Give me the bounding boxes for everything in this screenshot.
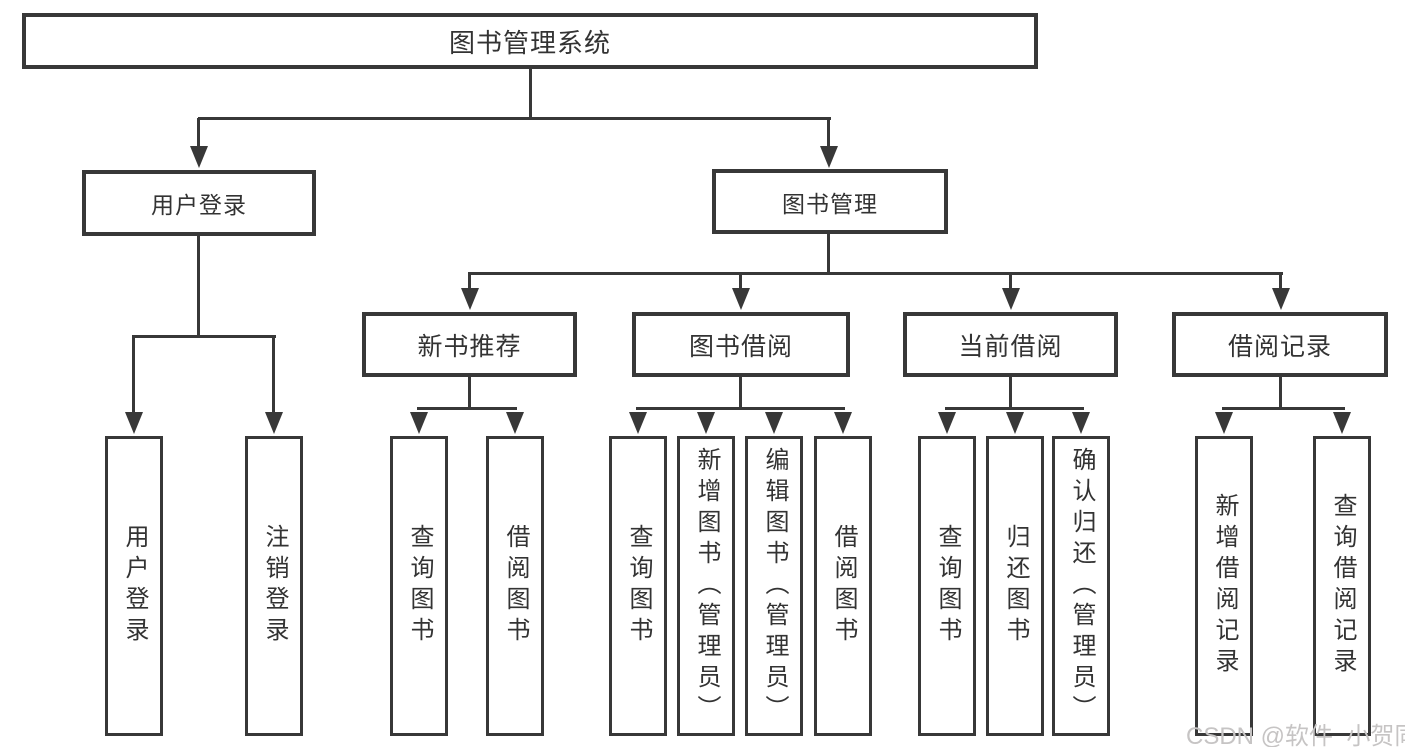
- arrow-down-icon: [1002, 288, 1020, 310]
- leaf-query-books-current: 查询图书: [918, 436, 976, 736]
- node-user-login: 用户登录: [82, 170, 316, 236]
- leaf-label: 借阅图书: [502, 524, 529, 648]
- arrow-down-icon: [125, 412, 143, 434]
- connector-line: [468, 272, 471, 292]
- node-label: 当前借阅: [958, 332, 1063, 361]
- node-label: 借阅记录: [1227, 332, 1332, 361]
- arrow-down-icon: [765, 412, 783, 434]
- leaf-label: 查询图书: [625, 524, 652, 648]
- leaf-label: 编辑图书（管理员）: [761, 446, 788, 726]
- arrow-down-icon: [506, 412, 524, 434]
- connector-line: [198, 117, 831, 120]
- connector-line: [827, 233, 830, 274]
- node-current-borrow: 当前借阅: [903, 312, 1118, 377]
- leaf-label: 归还图书: [1002, 524, 1029, 648]
- connector-line: [468, 377, 471, 408]
- arrow-down-icon: [732, 288, 750, 310]
- connector-line: [417, 407, 517, 410]
- leaf-add-book-admin: 新增图书（管理员）: [677, 436, 735, 736]
- node-new-book-recommend: 新书推荐: [362, 312, 577, 377]
- connector-line: [272, 335, 275, 414]
- connector-line: [827, 118, 830, 150]
- connector-line: [739, 272, 742, 292]
- arrow-down-icon: [1072, 412, 1090, 434]
- connector-line: [1222, 407, 1345, 410]
- leaf-label: 确认归还（管理员）: [1068, 446, 1095, 726]
- arrow-down-icon: [265, 412, 283, 434]
- node-label: 新书推荐: [417, 332, 522, 361]
- node-book-management: 图书管理: [712, 169, 948, 234]
- leaf-label: 新增借阅记录: [1211, 493, 1238, 679]
- watermark-text: CSDN @软件_小贺同学: [1186, 723, 1405, 747]
- connector-line: [1009, 272, 1012, 292]
- leaf-edit-book-admin: 编辑图书（管理员）: [745, 436, 803, 736]
- connector-line: [1279, 272, 1282, 292]
- connector-line: [636, 407, 845, 410]
- node-label: 图书管理系统: [448, 27, 611, 58]
- leaf-return-book: 归还图书: [986, 436, 1044, 736]
- arrow-down-icon: [1333, 412, 1351, 434]
- node-label: 图书借阅: [688, 332, 793, 361]
- leaf-label: 查询图书: [934, 524, 961, 648]
- arrow-down-icon: [410, 412, 428, 434]
- connector-line: [197, 118, 200, 150]
- connector-line: [197, 236, 200, 337]
- arrow-down-icon: [461, 288, 479, 310]
- connector-line: [1279, 377, 1282, 408]
- node-label: 图书管理: [782, 190, 878, 217]
- leaf-confirm-return-admin: 确认归还（管理员）: [1052, 436, 1110, 736]
- arrow-down-icon: [697, 412, 715, 434]
- connector-line: [945, 407, 1084, 410]
- leaf-label: 借阅图书: [830, 524, 857, 648]
- leaf-label: 注销登录: [261, 524, 288, 648]
- leaf-borrow-books: 借阅图书: [814, 436, 872, 736]
- leaf-query-books-borrow: 查询图书: [609, 436, 667, 736]
- leaf-user-login: 用户登录: [105, 436, 163, 736]
- arrow-down-icon: [190, 146, 208, 168]
- arrow-down-icon: [629, 412, 647, 434]
- leaf-logout: 注销登录: [245, 436, 303, 736]
- arrow-down-icon: [834, 412, 852, 434]
- arrow-down-icon: [938, 412, 956, 434]
- arrow-down-icon: [820, 146, 838, 168]
- connector-line: [132, 335, 276, 338]
- node-library-management-system: 图书管理系统: [22, 13, 1038, 69]
- leaf-label: 查询借阅记录: [1329, 493, 1356, 679]
- leaf-borrow-books-recommend: 借阅图书: [486, 436, 544, 736]
- leaf-query-borrow-record: 查询借阅记录: [1313, 436, 1371, 736]
- leaf-label: 新增图书（管理员）: [693, 446, 720, 726]
- connector-line: [529, 68, 532, 120]
- node-book-borrow: 图书借阅: [632, 312, 850, 377]
- leaf-query-books-recommend: 查询图书: [390, 436, 448, 736]
- connector-line: [468, 272, 1283, 275]
- leaf-add-borrow-record: 新增借阅记录: [1195, 436, 1253, 736]
- leaf-label: 查询图书: [406, 524, 433, 648]
- node-borrow-records: 借阅记录: [1172, 312, 1388, 377]
- connector-line: [132, 335, 135, 414]
- leaf-label: 用户登录: [121, 524, 148, 648]
- connector-line: [1009, 377, 1012, 408]
- arrow-down-icon: [1215, 412, 1233, 434]
- node-label: 用户登录: [151, 192, 247, 218]
- connector-line: [739, 377, 742, 408]
- arrow-down-icon: [1272, 288, 1290, 310]
- arrow-down-icon: [1006, 412, 1024, 434]
